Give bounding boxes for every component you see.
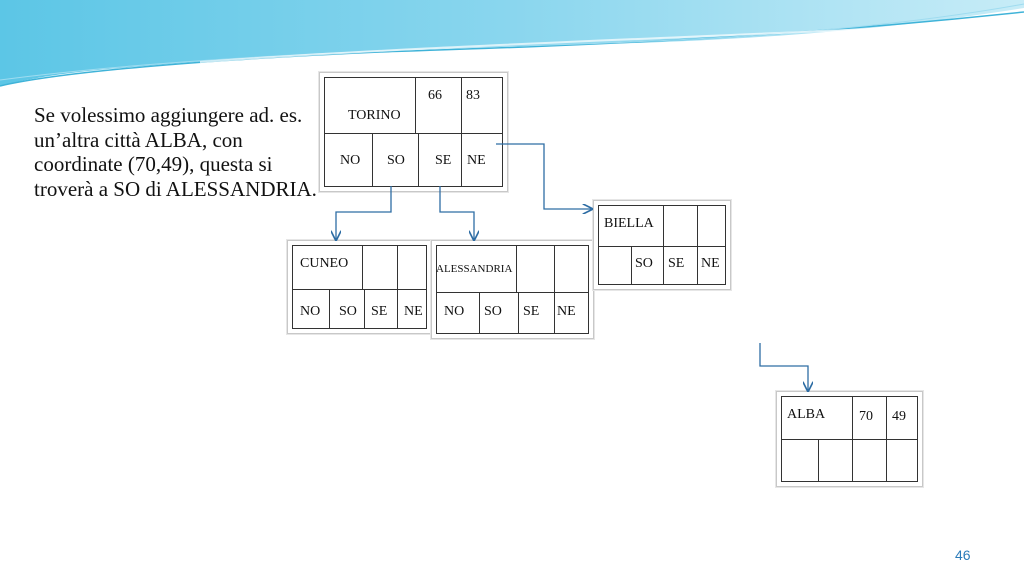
node-alessandria-frame [436, 245, 589, 334]
node-alba-x: 70 [859, 409, 873, 425]
node-biella-child-se: SE [668, 256, 684, 272]
node-biella-child-ne: NE [701, 256, 720, 272]
node-cuneo-child-no: NO [300, 304, 320, 320]
paragraph-line-2: un’altra città ALBA, con [34, 128, 404, 153]
paragraph-line-3: coordinate (70,49), questa si [34, 152, 404, 177]
node-biella-name: BIELLA [604, 216, 654, 232]
node-alessandria-name: ALESSANDRIA [436, 263, 512, 275]
explanation-paragraph: Se volessimo aggiungere ad. es. un’altra… [34, 103, 404, 201]
paragraph-line-1: Se volessimo aggiungere ad. es. [34, 103, 404, 128]
node-cuneo-child-ne: NE [404, 304, 423, 320]
node-biella: BIELLA SO SE NE [593, 200, 731, 290]
node-alessandria-child-se: SE [523, 304, 539, 320]
node-alessandria: ALESSANDRIA NO SO SE NE [431, 240, 594, 339]
node-alessandria-child-ne: NE [557, 304, 576, 320]
node-alessandria-child-so: SO [484, 304, 502, 320]
paragraph-line-4: troverà a SO di ALESSANDRIA. [34, 177, 404, 202]
node-cuneo: CUNEO NO SO SE NE [287, 240, 432, 334]
node-torino-y: 83 [466, 88, 480, 104]
node-alba-y: 49 [892, 409, 906, 425]
node-alba: ALBA 70 49 [776, 391, 923, 487]
node-cuneo-child-so: SO [339, 304, 357, 320]
node-alessandria-child-no: NO [444, 304, 464, 320]
node-cuneo-child-se: SE [371, 304, 387, 320]
node-torino-x: 66 [428, 88, 442, 104]
node-torino-child-se: SE [435, 153, 451, 169]
node-cuneo-name: CUNEO [300, 256, 348, 272]
node-biella-child-so: SO [635, 256, 653, 272]
node-alba-name: ALBA [787, 407, 825, 423]
node-torino-child-ne: NE [467, 153, 486, 169]
page-number: 46 [955, 547, 971, 563]
